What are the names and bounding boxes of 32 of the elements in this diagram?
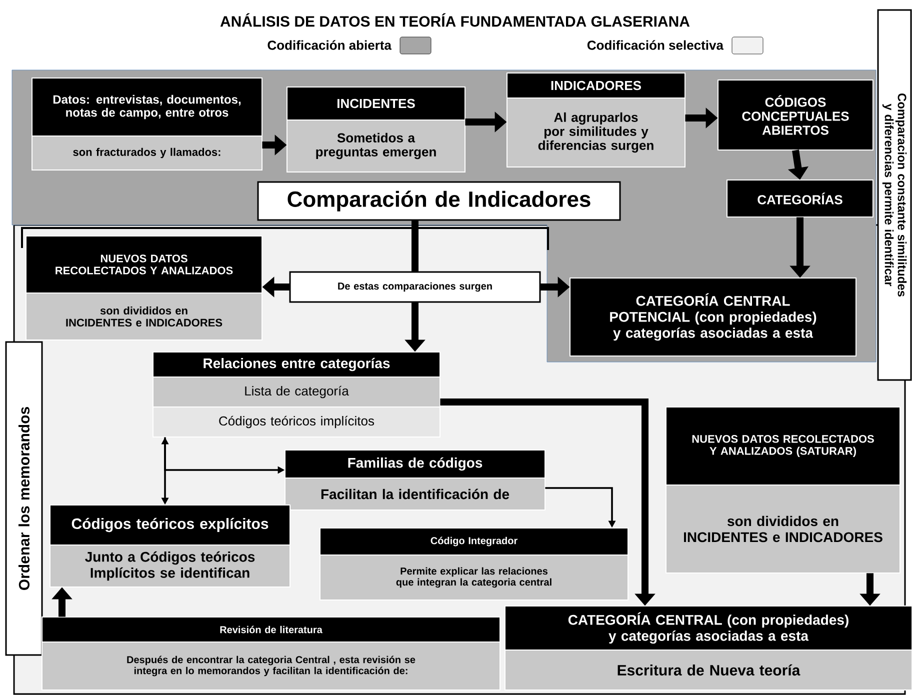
node-label: Escritura de Nueva teoría — [618, 664, 800, 676]
node-label: son fracturados y llamados: — [73, 148, 220, 158]
node-label: Códigos teóricos explícitos — [72, 518, 268, 532]
node-label: INCIDENTES — [338, 98, 415, 108]
process-box: CATEGORÍA CENTRAL (con propiedades) y categorías asociadas a esta Escritura de Nueva teoría — [504, 606, 912, 690]
process-box: Código Integrador Permite explicar las relaciones que integran la categoria central — [320, 528, 628, 600]
node-label: Código Integrador — [430, 536, 518, 546]
heading-box: Comparación de Indicadores — [257, 181, 621, 221]
process-box: Revisión de literatura Después de encontrar la categoria Central , esta revisión se integra en lo memorandos y facilitan la identificación de: — [42, 616, 500, 690]
process-box: Familias de códigos Facilitan la identificación de — [284, 450, 546, 510]
side-label-box: Ordenar los memorandos — [5, 341, 43, 656]
node-label: Familias de códigos — [348, 457, 482, 471]
node-label: Relaciones entre categorías — [204, 358, 390, 372]
legend-label: Codificación selectiva — [587, 40, 724, 50]
note-box: De estas comparaciones surgen — [289, 271, 541, 303]
process-box: Relaciones entre categorías Lista de categoría Códigos teóricos implícitos — [152, 352, 440, 438]
title: ANÁLISIS DE DATOS EN TEORÍA FUNDAMENTADA GLASERIANA — [220, 13, 690, 27]
node-label: Códigos teóricos implícitos — [219, 416, 374, 428]
process-box: Códigos teóricos explícitos Junto a Códigos teóricos Implícitos se identifican — [50, 504, 290, 588]
node-label: INDICADORES — [551, 80, 641, 90]
process-box: Datos: entrevistas, documentos, notas de campo, entre otros son fracturados y llamados: — [32, 78, 262, 170]
node-label: NUEVOS DATOS RECOLECTADOS Y ANALIZADOS (SATURAR) — [692, 435, 874, 457]
process-box: INCIDENTES Sometidos a preguntas emergen — [286, 86, 466, 172]
side-label-box: Comparacion constante similitudes y diferencias permite identificar — [877, 9, 912, 381]
node-label: Revisión de literatura — [220, 626, 322, 634]
legend-label: Codificación abierta — [268, 40, 392, 50]
process-box: CÓDIGOS CONCEPTUALES ABIERTOS — [718, 80, 874, 150]
process-box: NUEVOS DATOS RECOLECTADOS Y ANALIZADOS son divididos en INCIDENTES e INDICADORES — [26, 236, 262, 340]
process-box: CATEGORÍA CENTRAL POTENCIAL (con propiedades) y categorías asociadas a esta — [570, 278, 856, 356]
process-box: INDICADORES Al agruparlos por similitudes y diferencias surgen — [506, 72, 686, 168]
process-box: NUEVOS DATOS RECOLECTADOS Y ANALIZADOS (SATURAR) son divididos en INCIDENTES e INDICADORES — [666, 406, 900, 574]
node-label: son divididos en INCIDENTES e INDICADORES — [66, 306, 222, 327]
